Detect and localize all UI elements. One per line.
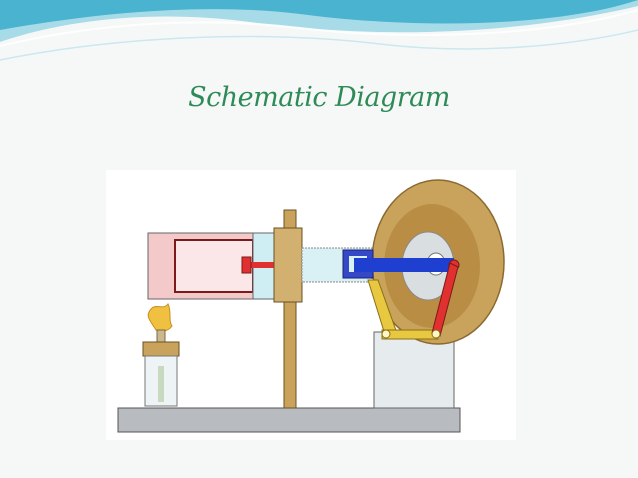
flame-icon (147, 303, 173, 332)
cylinder-flange (273, 227, 303, 303)
header-wave-decoration (0, 0, 638, 80)
wave-front (0, 0, 638, 30)
slide-title: Schematic Diagram (188, 82, 450, 113)
engine-schematic (106, 170, 516, 440)
connecting-rod (354, 258, 454, 272)
spirit-lamp (142, 303, 180, 407)
lamp-fuel (158, 366, 164, 402)
base-plate (117, 407, 461, 433)
lamp-cap (142, 341, 180, 357)
displacer-piston (174, 239, 254, 293)
lamp-wick (156, 329, 166, 343)
piston-rod-end (241, 256, 252, 274)
wave-line (0, 29, 638, 61)
link-pivot-left (381, 329, 391, 339)
link-pivot-right (431, 329, 441, 339)
wave-highlight (0, 9, 638, 47)
